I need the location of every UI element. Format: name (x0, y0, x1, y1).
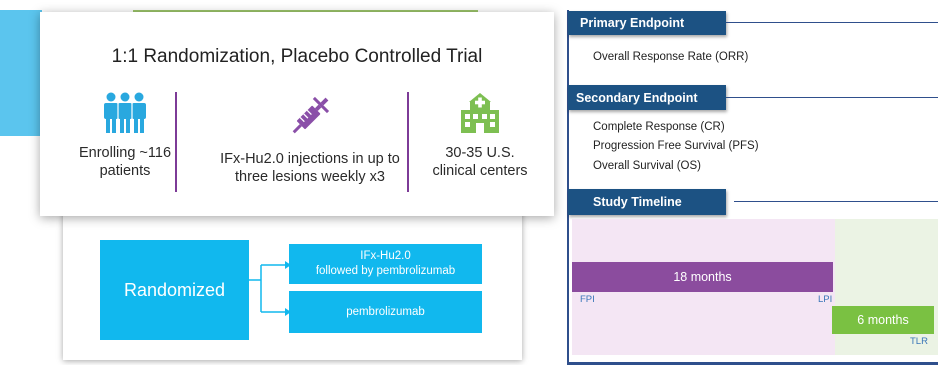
hospital-icon (461, 93, 499, 133)
injection-column: IFx-Hu2.0 injections in up to three lesi… (210, 92, 410, 186)
column-divider (407, 92, 409, 192)
injection-text-line1: IFx-Hu2.0 injections in up to (220, 151, 400, 167)
header-rule (734, 201, 938, 202)
centers-text-line1: 30-35 U.S. (445, 145, 515, 161)
control-arm-box: pembrolizumab (289, 291, 482, 333)
endpoints-panel (567, 10, 938, 365)
study-timeline-header: Study Timeline (568, 189, 726, 215)
secondary-endpoint-item: Progression Free Survival (PFS) (593, 140, 759, 152)
people-icon (104, 92, 146, 133)
randomized-box: Randomized (100, 240, 249, 340)
header-rule (726, 97, 938, 98)
trial-title: 1:1 Randomization, Placebo Controlled Tr… (111, 46, 483, 67)
enrollment-text-line1: Enrolling ~116 (78, 145, 172, 161)
enrollment-text-line2: patients (99, 163, 151, 179)
column-divider (175, 92, 177, 192)
decorative-cyan-bar (0, 10, 42, 136)
secondary-endpoint-header: Secondary Endpoint (568, 85, 726, 110)
lpi-marker: LPI (818, 294, 833, 305)
enrollment-column: Enrolling ~116 patients (60, 92, 190, 180)
decorative-green-line (133, 10, 478, 13)
header-rule (726, 22, 938, 23)
secondary-endpoint-item: Overall Survival (OS) (593, 160, 701, 172)
flow-connector-arrows (249, 261, 291, 316)
tlr-marker: TLR (910, 336, 928, 347)
treatment-arm-box: IFx-Hu2.0 followed by pembrolizumab (289, 244, 482, 284)
secondary-endpoint-item: Complete Response (CR) (593, 121, 725, 133)
timeline-followup-period (835, 219, 938, 355)
syringe-icon (292, 96, 330, 134)
centers-column: 30-35 U.S. clinical centers (420, 92, 540, 180)
primary-endpoint-header: Primary Endpoint (568, 11, 726, 35)
control-arm-label: pembrolizumab (346, 305, 425, 318)
treatment-arm-line1: IFx-Hu2.0 (360, 250, 411, 262)
injection-text-line2: three lesions weekly x3 (235, 169, 385, 185)
trial-design-card: 1:1 Randomization, Placebo Controlled Tr… (40, 12, 554, 216)
timeline-bar-18-months: 18 months (572, 262, 833, 292)
treatment-arm-line2: followed by pembrolizumab (315, 265, 456, 277)
primary-endpoint-item: Overall Response Rate (ORR) (593, 51, 749, 63)
timeline-bar-6-months: 6 months (832, 306, 934, 334)
fpi-marker: FPI (580, 294, 595, 305)
centers-text-line2: clinical centers (432, 163, 528, 179)
